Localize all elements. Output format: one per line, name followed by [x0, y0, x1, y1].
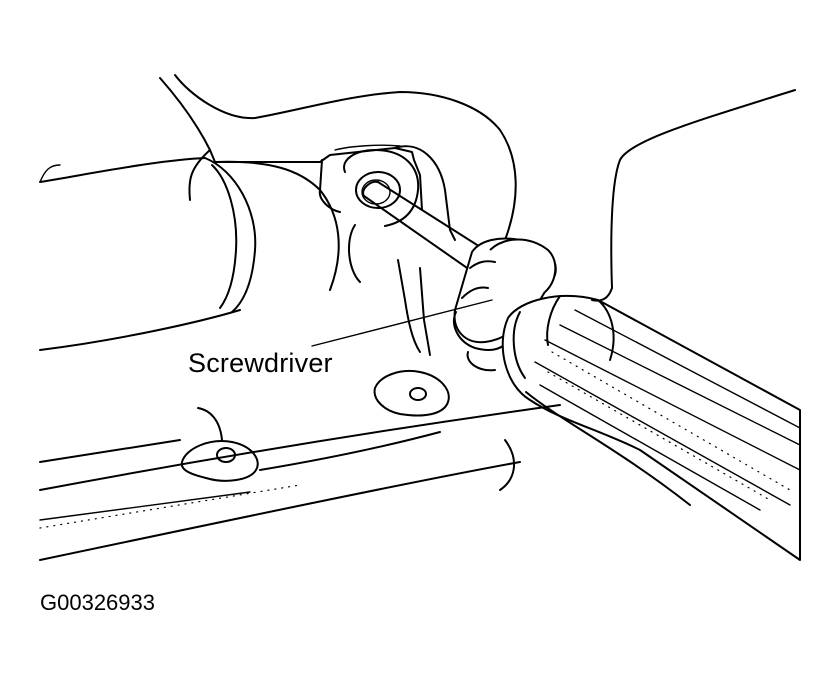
mount-boss — [343, 149, 431, 356]
screwdriver-handle — [501, 295, 801, 561]
screwdriver-bolster — [453, 237, 557, 372]
right-body-edge — [591, 89, 796, 302]
base-rails — [39, 404, 561, 561]
callout-leader-line — [311, 299, 493, 347]
lower-flange — [180, 370, 450, 482]
figure-id: G00326933 — [40, 590, 155, 615]
housing-body — [159, 74, 517, 241]
screwdriver-shaft — [362, 180, 486, 271]
screwdriver-callout-label: Screwdriver — [188, 348, 333, 378]
left-tube — [39, 157, 340, 351]
